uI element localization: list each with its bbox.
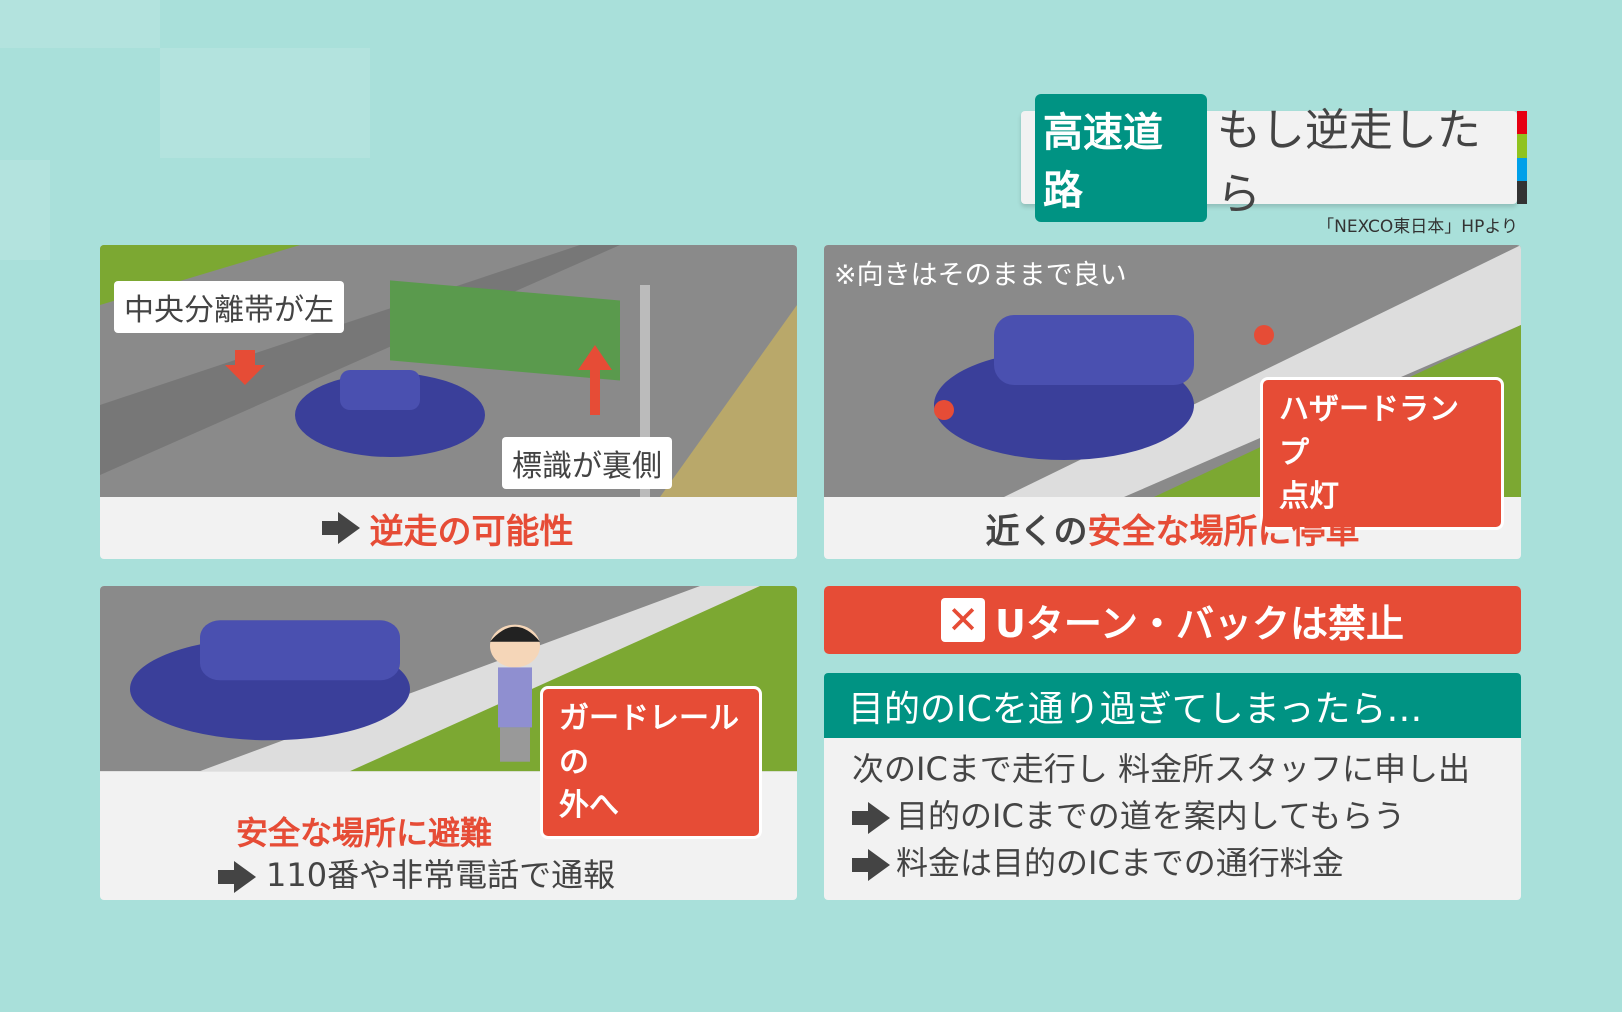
arrow-right-icon — [852, 849, 890, 881]
arrow-right-icon — [852, 802, 890, 834]
caption: 逆走の可能性 — [100, 497, 797, 559]
caption: 近くの安全な場所に停車 — [985, 511, 1360, 552]
note: ※向きはそのままで良い — [834, 260, 1127, 291]
ic-line: 目的のICまでの道を案内してもらう — [824, 793, 1521, 840]
title-box: 高速道路 もし逆走したら — [1021, 93, 1527, 222]
ic-line: 次のICまで走行し 料金所スタッフに申し出 — [852, 750, 1470, 788]
color-bar — [1517, 111, 1527, 204]
person — [490, 624, 540, 762]
ic-heading: 目的のICを通り過ぎてしまったら… — [824, 673, 1521, 738]
x-icon: ✕ — [941, 598, 986, 642]
highway-illustration — [100, 245, 797, 497]
caption-line2: 110番や非常電話で通報 — [218, 850, 615, 896]
hazard-light — [1254, 325, 1274, 345]
ic-panel: 目的のICを通り過ぎてしまったら… 次のICまで走行し 料金所スタッフに申し出 … — [824, 673, 1521, 900]
car — [934, 315, 1194, 460]
ic-line: 料金は目的のICまでの通行料金 — [824, 840, 1521, 887]
bg-tile — [0, 0, 160, 48]
arrow-down-icon — [225, 350, 265, 385]
caption-highlight: 安全な場所に避難 — [236, 814, 493, 852]
title-tag: 高速道路 — [1035, 93, 1207, 222]
bg-tile — [160, 48, 370, 158]
panel-hazard: ※向きはそのままで良い ハザードランプ点灯 近くの安全な場所に停車 — [824, 245, 1521, 559]
panel-wrong-way: 中央分離帯が左 標識が裏側 逆走の可能性 — [100, 245, 797, 559]
source-credit: 「NEXCO東日本」HPより — [1317, 217, 1518, 237]
arrow-up-icon — [578, 345, 612, 415]
label-median: 中央分離帯が左 — [114, 281, 344, 333]
guardrail-bubble: ガードレールの外へ — [540, 686, 762, 839]
arrow-right-icon — [321, 512, 360, 544]
hazard-bubble: ハザードランプ点灯 — [1260, 377, 1504, 530]
car — [130, 620, 410, 741]
hazard-light — [934, 400, 954, 420]
bg-tile — [0, 160, 50, 260]
panel-evacuate: ガードレールの外へ 安全な場所に避難 110番や非常電話で通報 — [100, 586, 797, 900]
arrow-right-icon — [218, 861, 256, 893]
ban-banner: ✕Uターン・バックは禁止 — [824, 586, 1521, 654]
car — [295, 370, 485, 457]
page-title: もし逆走したら — [1216, 104, 1481, 220]
label-sign: 標識が裏側 — [502, 437, 672, 489]
